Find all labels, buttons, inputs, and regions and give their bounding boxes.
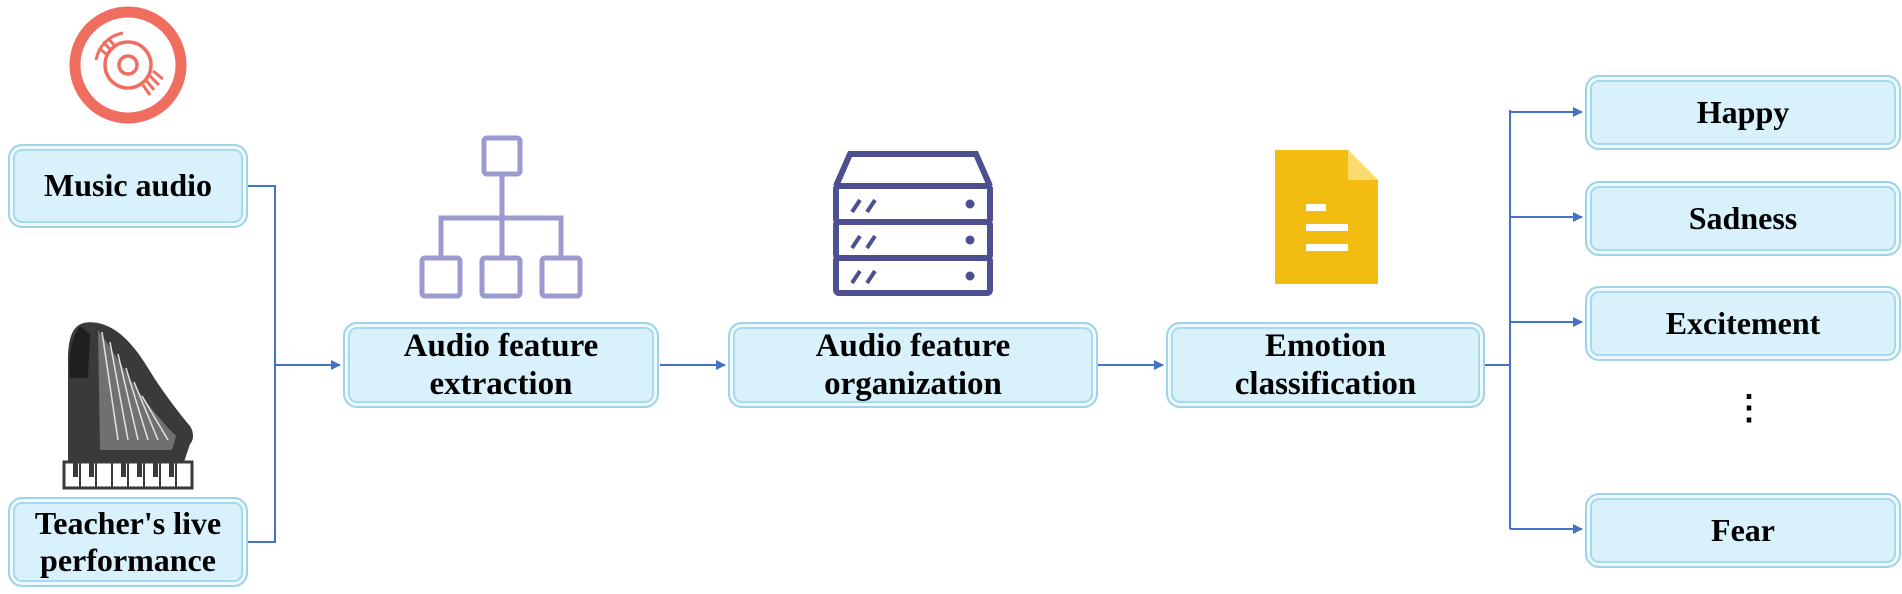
- piano-icon: [62, 322, 194, 490]
- teacher-performance-box: Teacher's live performance: [8, 497, 248, 587]
- feature-organization-line2: organization: [824, 366, 1002, 402]
- emotion-happy-label: Happy: [1696, 93, 1790, 130]
- feature-extraction-line2: extraction: [429, 366, 573, 402]
- more-emotions-ellipsis: ⋮: [1732, 390, 1766, 427]
- emotion-sadness-box: Sadness: [1585, 181, 1901, 256]
- feature-extraction-label: Audio feature extraction: [404, 327, 599, 404]
- feature-extraction-box: Audio feature extraction: [343, 322, 659, 408]
- music-audio-box: Music audio: [8, 144, 248, 228]
- feature-extraction-line1: Audio feature: [403, 327, 599, 364]
- emotion-excitement-box: Excitement: [1585, 286, 1901, 361]
- teacher-performance-line1: Teacher's live: [34, 504, 222, 541]
- teacher-performance-label: Teacher's live performance: [35, 505, 221, 579]
- feature-organization-line1: Audio feature: [815, 327, 1011, 364]
- disc-icon: [69, 6, 187, 124]
- emotion-fear-label: Fear: [1711, 511, 1775, 548]
- server-icon: [833, 151, 993, 296]
- feature-organization-box: Audio feature organization: [728, 322, 1098, 408]
- emotion-sadness-label: Sadness: [1688, 199, 1798, 236]
- emotion-classification-label: Emotion classification: [1235, 327, 1416, 404]
- emotion-fear-box: Fear: [1585, 493, 1901, 568]
- emotion-classification-line2: classification: [1234, 366, 1417, 402]
- emotion-happy-box: Happy: [1585, 75, 1901, 150]
- hierarchy-icon: [419, 135, 583, 299]
- emotion-classification-line1: Emotion: [1264, 327, 1386, 364]
- music-audio-label: Music audio: [43, 167, 213, 204]
- emotion-excitement-label: Excitement: [1665, 304, 1821, 341]
- teacher-performance-line2: performance: [40, 542, 216, 578]
- document-icon: [1275, 150, 1378, 284]
- emotion-classification-box: Emotion classification: [1166, 322, 1485, 408]
- feature-organization-label: Audio feature organization: [816, 327, 1011, 404]
- connector-lines: [246, 107, 1583, 543]
